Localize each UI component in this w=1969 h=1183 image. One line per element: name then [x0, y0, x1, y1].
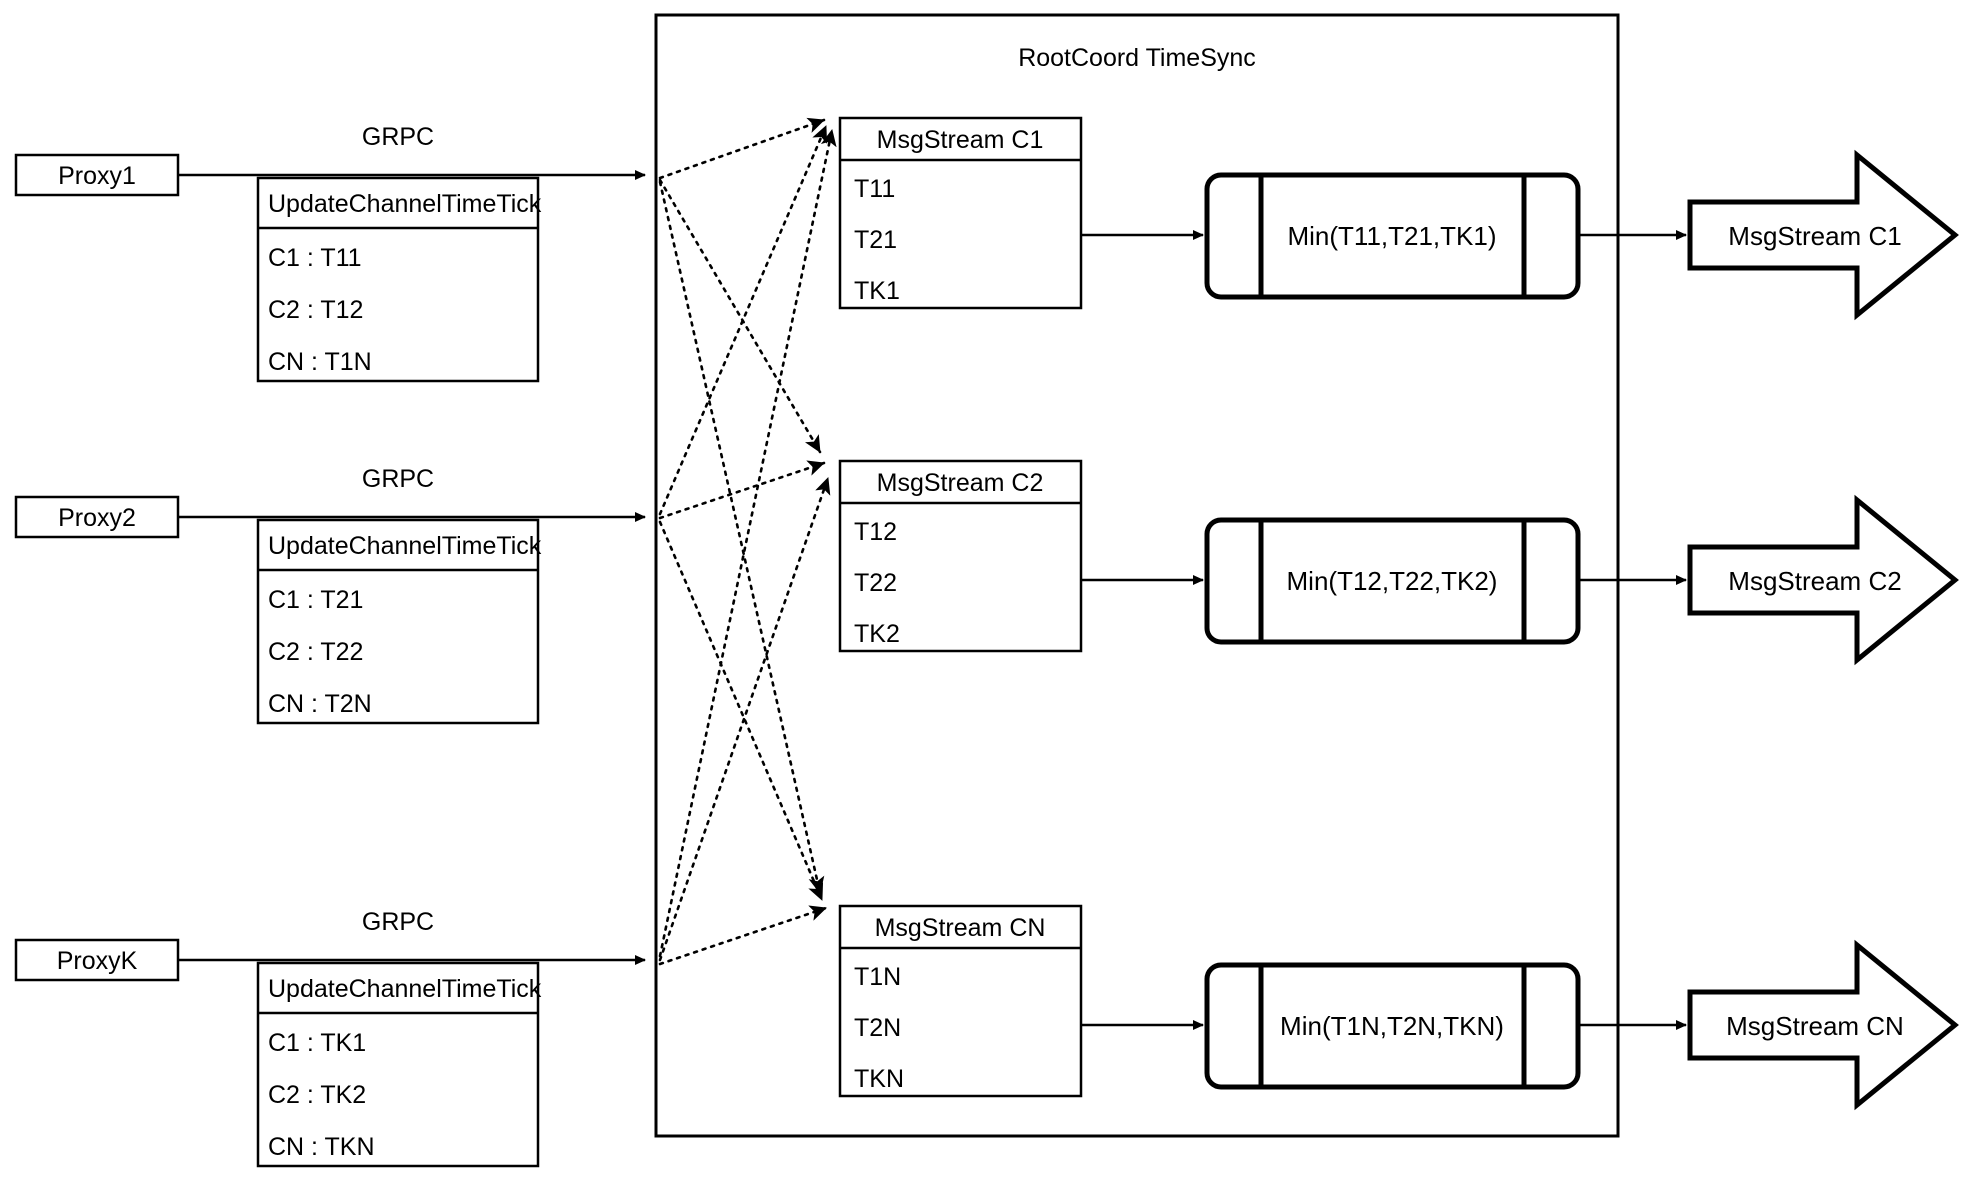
rpc-row-2-0: C1 : T21	[268, 586, 363, 614]
msgstream-tick-2-2: TK2	[854, 620, 900, 648]
dotted-arrow-pk-c1	[658, 128, 837, 958]
rpc-box-1[interactable]	[256, 176, 540, 383]
msgstream-tick-1-2: TK1	[854, 277, 900, 305]
grpc-label-2: GRPC	[362, 465, 434, 493]
msgstream-title-3: MsgStream CN	[875, 914, 1046, 942]
rpc-row-2-1: C2 : T22	[268, 638, 363, 666]
rpc-title-1: UpdateChannelTimeTick	[268, 190, 542, 218]
msgstream-tick-1-0: T11	[854, 175, 895, 203]
dotted-arrow-p1-c2	[658, 178, 822, 454]
rpc-row-3-0: C1 : TK1	[268, 1029, 366, 1057]
msgstream-box-2[interactable]	[838, 459, 1083, 653]
grpc-label-3: GRPC	[362, 908, 434, 936]
grpc-label-1: GRPC	[362, 123, 434, 151]
rpc-row-3-2: CN : TKN	[268, 1133, 375, 1161]
rpc-row-1-2: CN : T1N	[268, 348, 372, 376]
msgstream-tick-2-1: T22	[854, 569, 897, 597]
proxy-box-2[interactable]	[14, 495, 180, 539]
msgstream-tick-3-0: T1N	[854, 963, 901, 991]
rpc-title-2: UpdateChannelTimeTick	[268, 532, 542, 560]
dotted-arrow-p1-c1	[658, 117, 826, 180]
rpc-row-2-2: CN : T2N	[268, 690, 372, 718]
msgstream-tick-1-1: T21	[854, 226, 897, 254]
dotted-arrow-p2-cn	[658, 520, 824, 902]
rpc-row-1-0: C1 : T11	[268, 244, 362, 272]
rpc-title-3: UpdateChannelTimeTick	[268, 975, 542, 1003]
rpc-row-3-1: C2 : TK2	[268, 1081, 366, 1109]
msgstream-box-3[interactable]	[838, 904, 1083, 1098]
rpc-box-3[interactable]	[256, 961, 540, 1168]
output-label-3: MsgStream CN	[1726, 1011, 1904, 1041]
dotted-arrow-p2-c1	[658, 124, 828, 516]
msgstream-box-1[interactable]	[838, 116, 1083, 310]
rootcoord-title: RootCoord TimeSync	[1018, 44, 1256, 72]
output-block-arrow-1[interactable]	[1687, 149, 1959, 321]
min-label-3: Min(T1N,T2N,TKN)	[1280, 1011, 1504, 1041]
proxy-label-2: Proxy2	[58, 504, 136, 532]
rpc-box-2[interactable]	[256, 518, 540, 725]
rpc-row-1-1: C2 : T12	[268, 296, 363, 324]
proxy-label-3: ProxyK	[57, 947, 138, 975]
msgstream-tick-3-2: TKN	[854, 1065, 904, 1093]
output-label-1: MsgStream C1	[1728, 221, 1901, 251]
output-block-arrow-3[interactable]	[1687, 939, 1959, 1111]
min-label-1: Min(T11,T21,TK1)	[1287, 221, 1496, 251]
dotted-arrow-pk-cn	[658, 905, 828, 966]
msgstream-tick-2-0: T12	[854, 518, 897, 546]
msgstream-title-1: MsgStream C1	[877, 126, 1044, 154]
msgstream-title-2: MsgStream C2	[877, 469, 1044, 497]
proxy-label-1: Proxy1	[58, 162, 136, 190]
msgstream-tick-3-1: T2N	[854, 1014, 901, 1042]
dotted-arrow-p2-c2	[658, 460, 826, 520]
output-label-2: MsgStream C2	[1728, 566, 1901, 596]
min-label-2: Min(T12,T22,TK2)	[1287, 566, 1498, 596]
proxy-box-1[interactable]	[14, 153, 180, 197]
dotted-arrow-pk-c2	[658, 476, 831, 962]
output-block-arrow-2[interactable]	[1687, 494, 1959, 666]
